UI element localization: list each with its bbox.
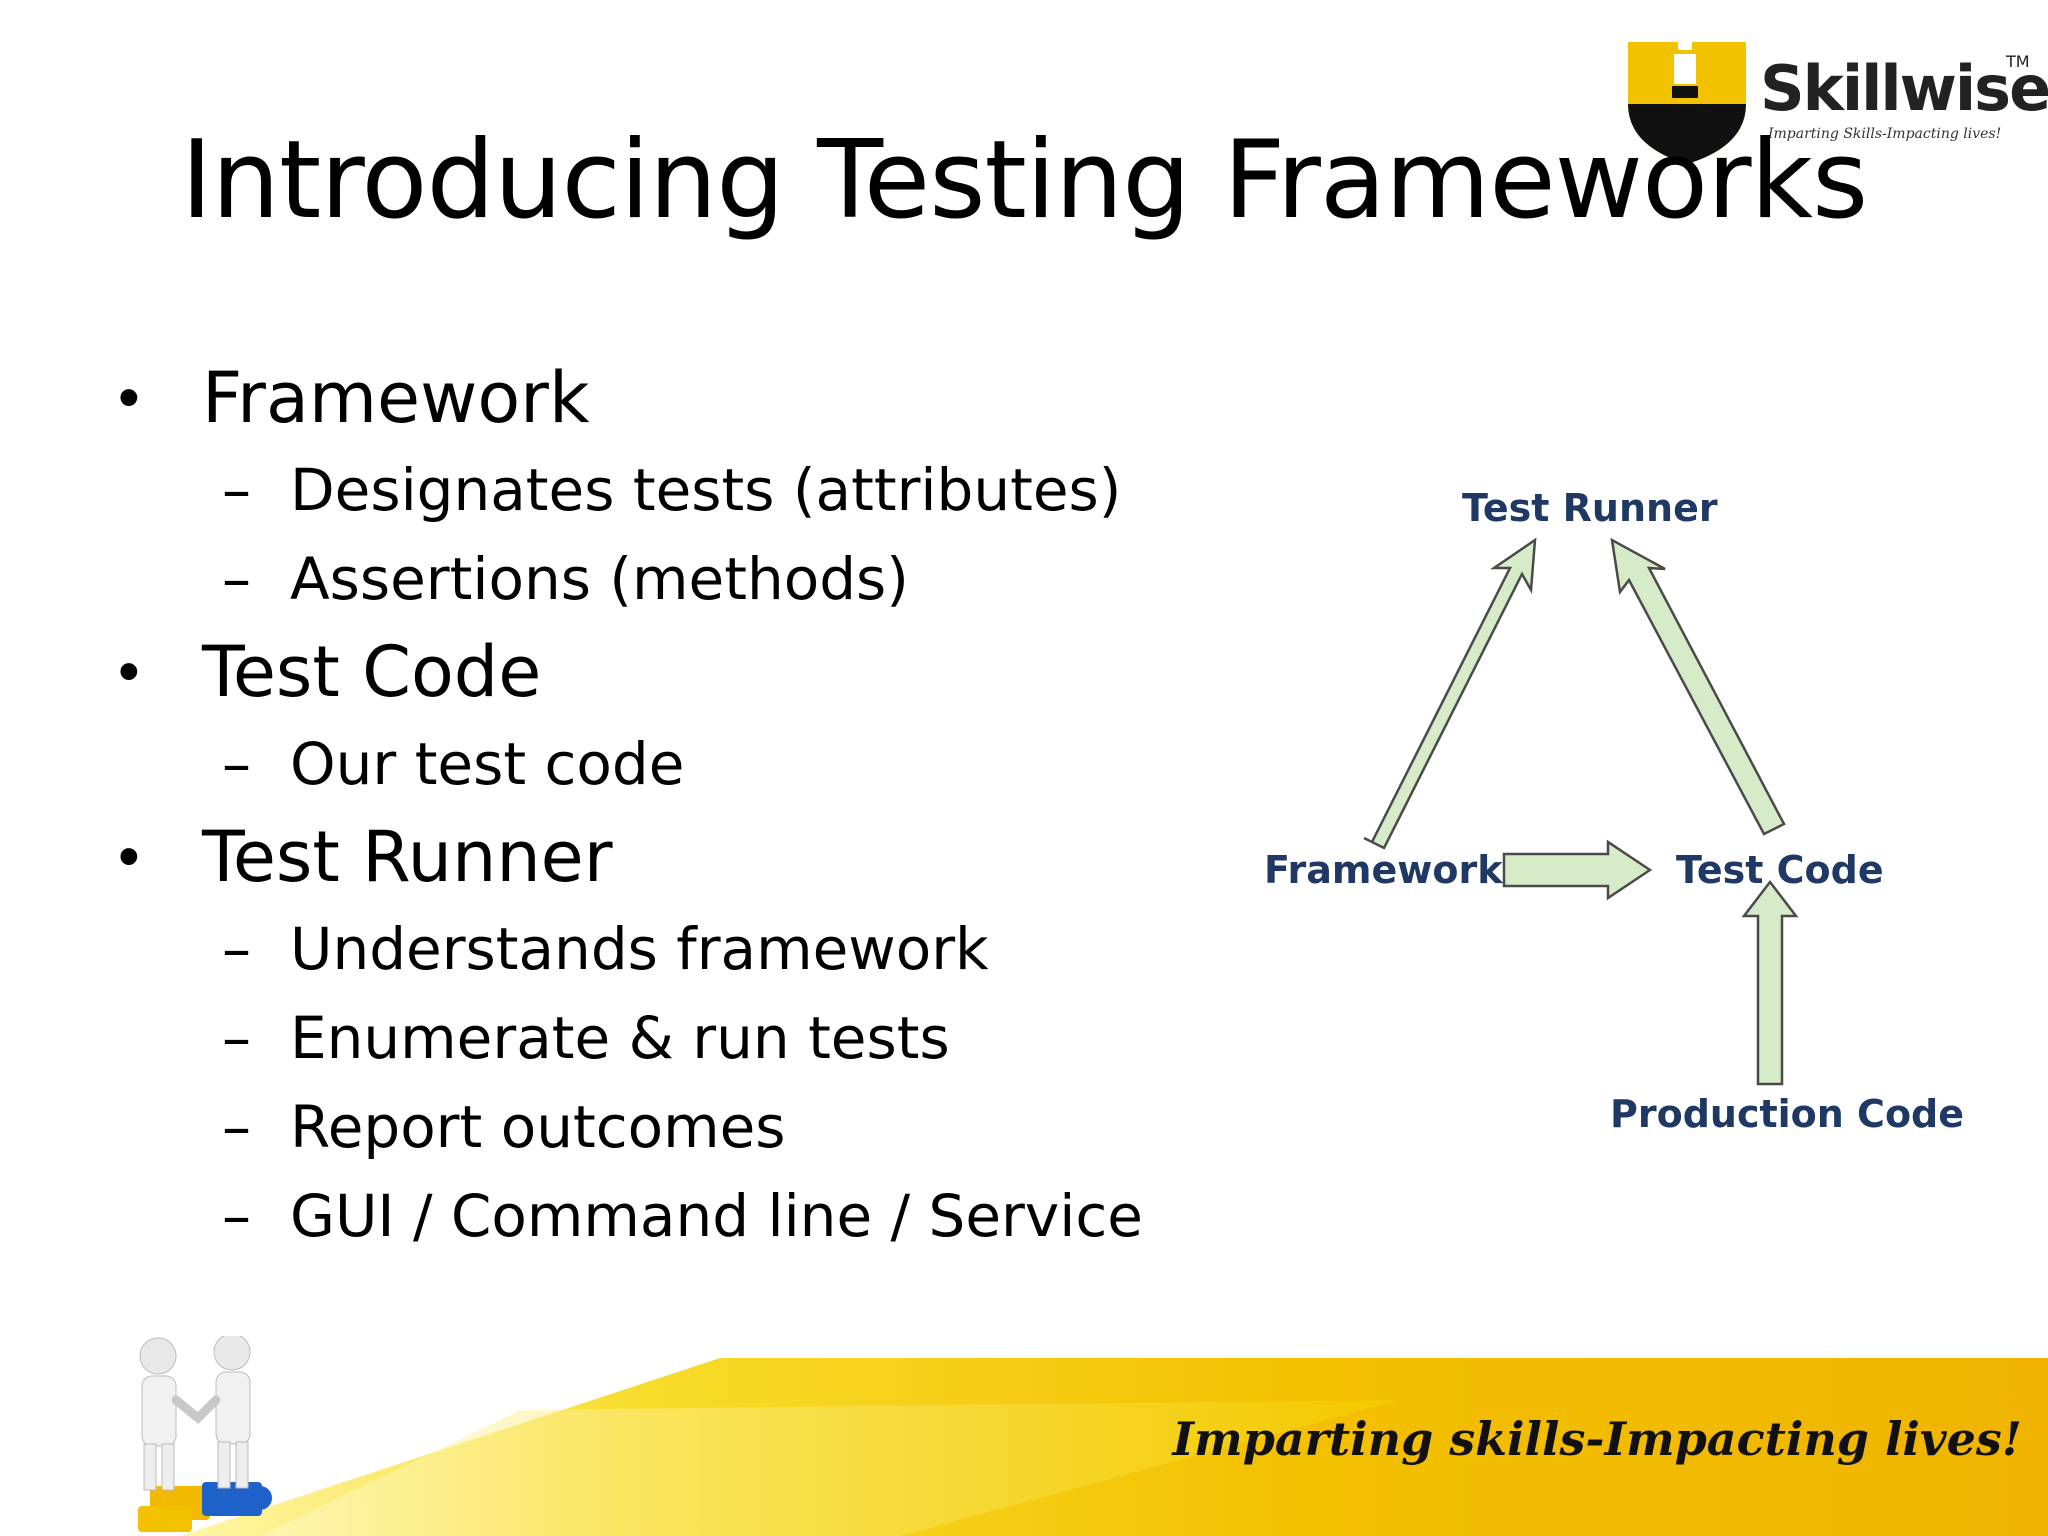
sub-bullet-dash: – [222,545,251,613]
diagram-arrows [1363,537,1799,1086]
sub-bullet-text: Assertions (methods) [290,545,909,613]
sub-bullet-item: – Enumerate & run tests [118,994,1298,1083]
slide-title: Introducing Testing Frameworks [180,118,1869,243]
bullet-dot: • [118,822,140,891]
bullet-item: • Test Code [118,624,1298,720]
sub-bullet-dash: – [222,915,251,983]
sub-bullet-dash: – [222,1182,251,1250]
sub-bullet-text: Our test code [290,730,685,798]
sub-bullet-text: Report outcomes [290,1093,786,1161]
bullet-dot: • [118,363,140,432]
shield-icon [1628,38,1746,164]
sub-bullet-text: GUI / Command line / Service [290,1182,1143,1250]
node-test-code: Test Code [1676,848,1884,892]
bullet-label: Test Code [202,631,542,713]
logo-wordmark: Skillwise [1760,52,2048,125]
sub-bullet-dash: – [222,1004,251,1072]
sub-bullet-text: Enumerate & run tests [290,1004,950,1072]
arrow-testcode-to-runner [1610,537,1786,836]
arrow-framework-to-testcode [1502,839,1653,901]
node-production-code: Production Code [1610,1092,1965,1136]
bullet-list: • Framework – Designates tests (attribut… [118,350,1298,1261]
sub-bullet-dash: – [222,730,251,798]
sub-bullet-item: – Assertions (methods) [118,535,1298,624]
bullet-item: • Framework [118,350,1298,446]
bullet-label: Framework [202,357,590,439]
sub-bullet-dash: – [222,456,251,524]
sub-bullet-item: – Designates tests (attributes) [118,446,1298,535]
sub-bullet-item: – GUI / Command line / Service [118,1172,1298,1261]
sub-bullet-item: – Our test code [118,720,1298,809]
footer-band [180,1358,2048,1536]
sub-bullet-item: – Report outcomes [118,1083,1298,1172]
sub-bullet-dash: – [222,1093,251,1161]
sub-bullet-text: Designates tests (attributes) [290,456,1122,524]
bullet-label: Test Runner [202,816,613,898]
logo-trademark: TM [2006,52,2030,71]
arrow-framework-to-runner [1363,537,1537,850]
handshake-people-icon [138,1336,272,1532]
logo-tagline: Imparting Skills-Impacting lives! [1768,126,2002,142]
sub-bullet-text: Understands framework [290,915,989,983]
node-framework: Framework [1264,848,1503,892]
skillwise-logo: Skillwise TM Imparting Skills-Impacting … [1622,34,2048,166]
bullet-dot: • [118,637,140,706]
sub-bullet-item: – Understands framework [118,905,1298,994]
framework-diagram: Test Runner Framework Test Code Producti… [1240,470,1980,1150]
footer-tagline: Imparting skills-Impacting lives! [1172,1412,2022,1466]
node-test-runner: Test Runner [1462,486,1718,530]
arrow-production-to-testcode [1741,879,1799,1086]
bullet-item: • Test Runner [118,809,1298,905]
